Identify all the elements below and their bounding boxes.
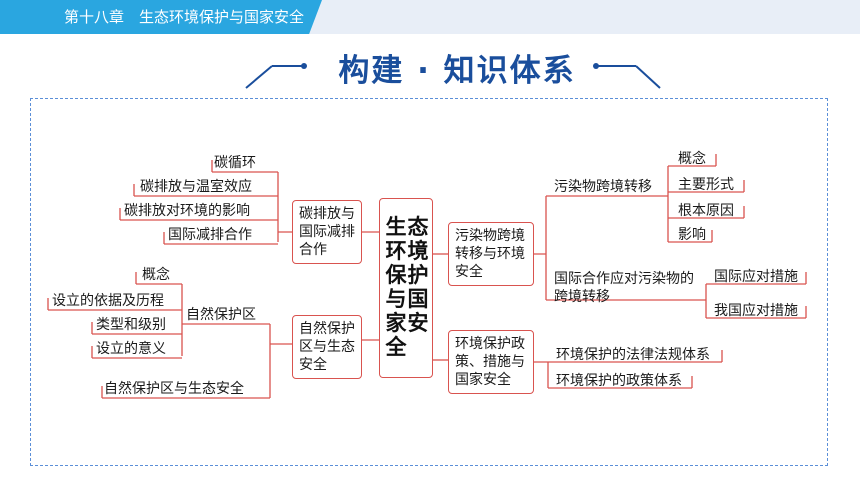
item-reserve-basis: 设立的依据及历程 bbox=[52, 293, 164, 309]
item-pollution-china: 我国应对措施 bbox=[714, 303, 798, 319]
item-carbon-intl: 国际减排合作 bbox=[168, 227, 252, 243]
item-reserve-type: 类型和级别 bbox=[96, 317, 166, 333]
box-env-policy: 环境保护政策、措施与国家安全 bbox=[448, 330, 534, 394]
chapter-tab: 第十八章 生态环境保护与国家安全 bbox=[0, 0, 322, 34]
title-decoration bbox=[245, 63, 661, 89]
box-carbon-emission: 碳排放与国际减排合作 bbox=[292, 200, 362, 264]
item-pollution-sub2: 国际合作应对污染物的跨境转移 bbox=[554, 271, 694, 305]
center-topic-left-col: 生环保与家全 bbox=[385, 215, 407, 359]
center-topic-right-col: 态境护国安 bbox=[407, 215, 429, 335]
item-carbon-greenhouse: 碳排放与温室效应 bbox=[140, 179, 252, 195]
item-reserve-meaning: 设立的意义 bbox=[96, 341, 166, 357]
item-pollution-concept: 概念 bbox=[678, 151, 706, 167]
box-pollution-transfer: 污染物跨境转移与环境安全 bbox=[448, 222, 534, 286]
item-pollution-intl: 国际应对措施 bbox=[714, 269, 798, 285]
item-policy-system: 环境保护的政策体系 bbox=[556, 373, 682, 389]
item-pollution-forms: 主要形式 bbox=[678, 177, 734, 193]
item-pollution-sub1: 污染物跨境转移 bbox=[554, 179, 652, 195]
item-carbon-impact: 碳排放对环境的影响 bbox=[124, 203, 250, 219]
page-title: 构建 · 知识体系 bbox=[338, 53, 576, 89]
item-carbon-cycle: 碳循环 bbox=[214, 155, 256, 171]
item-policy-law: 环境保护的法律法规体系 bbox=[556, 347, 710, 363]
item-pollution-impact: 影响 bbox=[678, 227, 706, 243]
diagram-frame bbox=[30, 98, 828, 466]
item-reserve-eco: 自然保护区与生态安全 bbox=[104, 381, 244, 397]
item-reserve-sub: 自然保护区 bbox=[186, 307, 256, 323]
item-pollution-cause: 根本原因 bbox=[678, 203, 734, 219]
box-nature-reserve: 自然保护区与生态安全 bbox=[292, 315, 362, 379]
center-topic-box: 态境护国安 生环保与家全 bbox=[379, 198, 433, 378]
item-reserve-concept: 概念 bbox=[142, 267, 170, 283]
